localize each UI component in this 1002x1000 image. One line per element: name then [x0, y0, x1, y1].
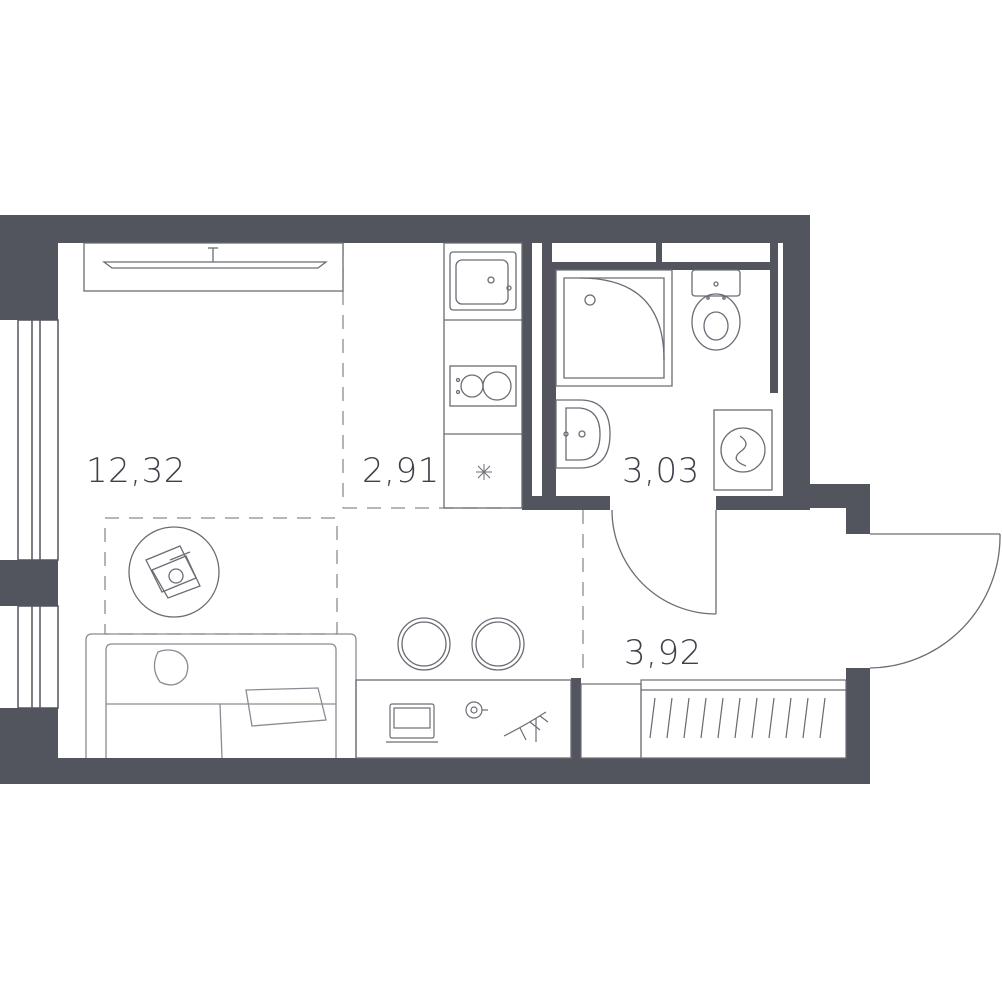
wall-hall-partition [571, 678, 581, 758]
entrance-door-icon [869, 533, 1001, 669]
window-lower [17, 605, 59, 709]
wardrobe-icon [580, 679, 847, 759]
coffee-cup-icon [465, 701, 488, 719]
kitchen-area: 2,91 [362, 451, 440, 491]
stove-icon [449, 365, 517, 407]
desk [355, 679, 572, 759]
fridge-icon [476, 464, 492, 480]
walls [0, 215, 870, 784]
wall-bath-bottom-right [716, 496, 810, 510]
wall-bath-inner-top [548, 262, 773, 270]
hallway-area: 3,92 [624, 633, 702, 673]
wall-bath-bottom-left [522, 496, 610, 510]
door-swing-icon [611, 509, 717, 615]
wall-bath-stub [656, 243, 662, 265]
laptop-icon [386, 703, 438, 743]
sink-icon [449, 251, 517, 311]
shower-tray-icon [555, 269, 673, 387]
bar-stool-icon [397, 617, 525, 671]
living-room-area: 12,32 [86, 451, 186, 491]
rug-outline [104, 517, 338, 635]
wall-right-bath [783, 215, 810, 510]
bathroom-area: 3,03 [622, 451, 700, 491]
tv-icon [83, 242, 344, 292]
wall-entrance-jamb [846, 484, 870, 534]
wall-bottom [0, 758, 870, 784]
toilet-icon [691, 269, 741, 351]
wall-bath-left-a [522, 243, 532, 510]
wall-bath-inner-right [770, 243, 778, 393]
wall-bath-left-b [532, 243, 542, 510]
wall-right-lower [846, 668, 870, 784]
wall-top [0, 215, 810, 243]
washing-machine-icon [713, 409, 773, 491]
sofa-icon [85, 633, 357, 759]
coffee-table-icon [128, 526, 220, 618]
wall-bath-left-c [542, 243, 552, 510]
wall-left-upper [0, 215, 58, 320]
washbasin-icon [555, 399, 611, 469]
wall-bath-inner-left [548, 262, 556, 510]
window-icon [17, 319, 59, 709]
wall-left-middle [0, 560, 58, 606]
window-upper [17, 319, 59, 561]
kitchen-counter [443, 242, 523, 509]
plant-icon [503, 711, 549, 742]
